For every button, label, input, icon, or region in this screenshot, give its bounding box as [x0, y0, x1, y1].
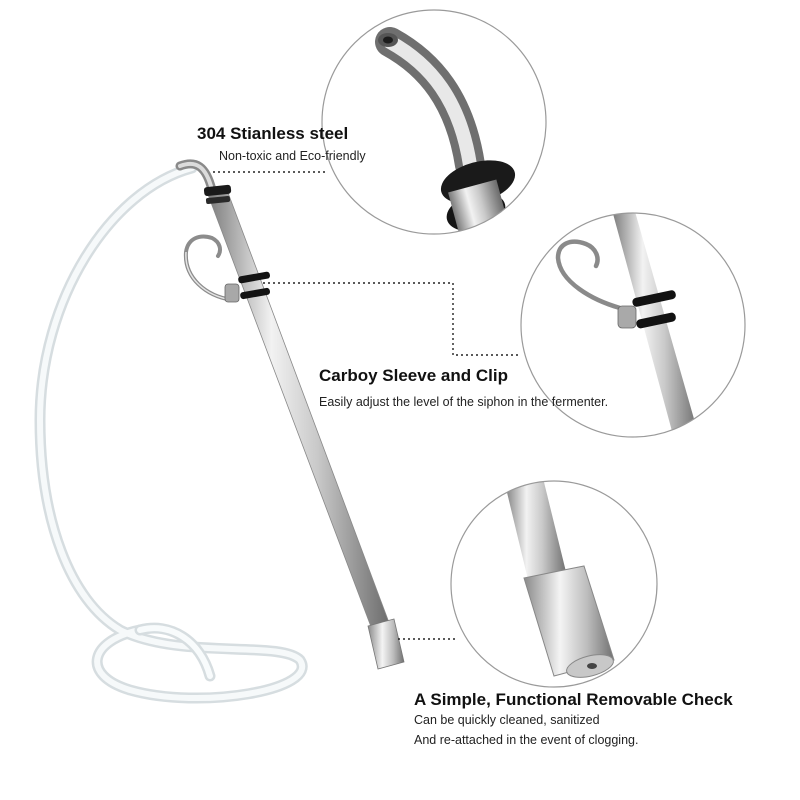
- callout-steel: 304 Stianless steel Non-toxic and Eco-fr…: [197, 124, 366, 166]
- callout-clip-subtitle: Easily adjust the level of the siphon in…: [319, 395, 609, 409]
- zoom-circle-clip: [520, 212, 746, 438]
- callout-check-line2: And re-attached in the event of clogging…: [414, 733, 639, 747]
- rubber-grommet: [203, 184, 232, 205]
- leader-lines: [213, 171, 520, 640]
- callout-steel-subtitle: Non-toxic and Eco-friendly: [219, 149, 366, 163]
- zoom-circle-check: [450, 480, 658, 688]
- callout-clip: Carboy Sleeve and Clip Easily adjust the…: [319, 366, 608, 412]
- carboy-clip: [183, 234, 270, 303]
- callout-steel-title: 304 Stianless steel: [197, 124, 349, 143]
- callout-check-line1: Can be quickly cleaned, sanitized: [414, 713, 600, 727]
- callout-clip-title: Carboy Sleeve and Clip: [319, 366, 508, 385]
- callout-check: A Simple, Functional Removable Check Can…: [414, 690, 733, 750]
- zoom-circle-spout: [321, 9, 547, 235]
- silicone-tubing: [34, 162, 308, 704]
- callout-check-title: A Simple, Functional Removable Check: [414, 690, 733, 709]
- cane-bend: [175, 159, 217, 195]
- check-valve-cap: [367, 618, 405, 670]
